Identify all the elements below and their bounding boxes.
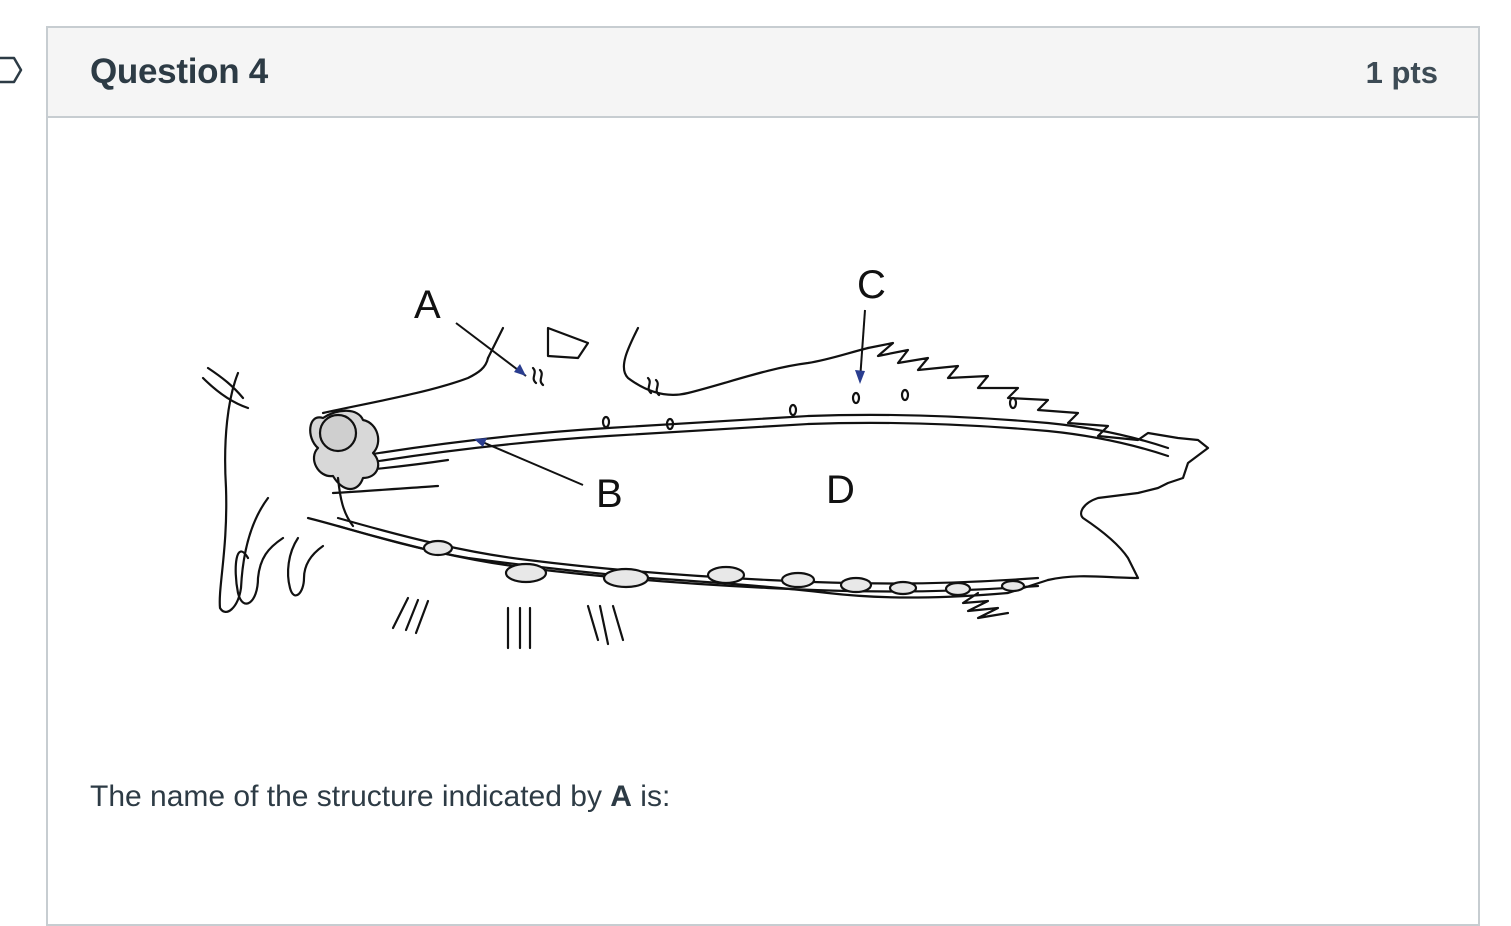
question-text: The name of the structure indicated by A… (90, 780, 670, 814)
annelid-anatomy-diagram: A B C D (108, 208, 1308, 698)
bookmark-flag-icon[interactable] (0, 55, 24, 85)
label-a: A (414, 283, 441, 327)
question-text-bold: A (610, 780, 632, 813)
question-title: Question 4 (90, 52, 268, 91)
question-header: Question 4 1 pts (48, 28, 1478, 118)
label-d: D (826, 468, 855, 512)
question-card: Question 4 1 pts (46, 26, 1480, 926)
question-text-suffix: is: (631, 780, 671, 813)
diagram-svg: A B C D (201, 263, 1210, 650)
question-text-prefix: The name of the structure indicated by (90, 780, 611, 813)
label-b: B (596, 472, 623, 516)
question-points: 1 pts (1365, 55, 1438, 90)
label-c: C (857, 263, 886, 307)
